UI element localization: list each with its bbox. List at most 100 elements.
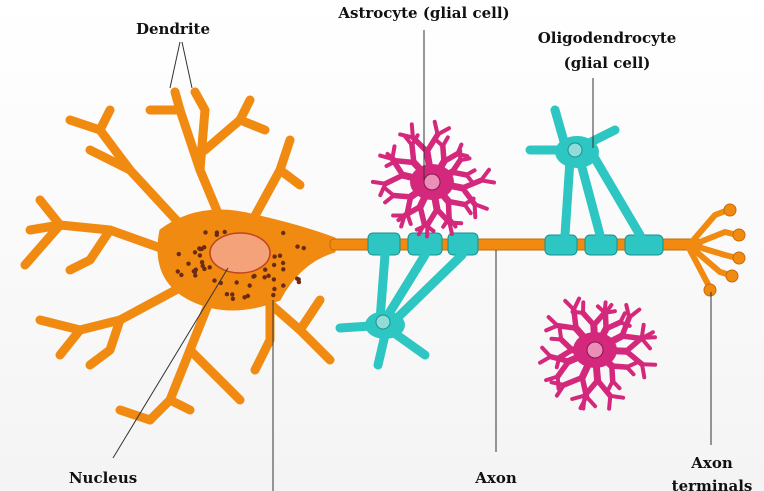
astrocyte-process — [479, 178, 496, 185]
granule — [193, 267, 198, 272]
astrocyte-process — [424, 206, 440, 228]
granule — [266, 273, 271, 278]
granule — [197, 253, 203, 258]
astrocyte-process — [584, 394, 598, 409]
myelin-sheaths — [367, 232, 664, 256]
astrocyte-process — [546, 315, 560, 328]
granule — [280, 260, 286, 266]
astrocyte-bottom — [538, 296, 658, 411]
granule — [212, 278, 217, 283]
astrocyte-process — [554, 358, 572, 380]
astrocyte-process — [378, 181, 388, 198]
astrocyte-process — [607, 393, 613, 411]
astrocyte-process — [608, 393, 626, 400]
label-oligodendrocyte: Oligodendrocyte — [538, 29, 677, 47]
astrocyte-process — [472, 202, 489, 211]
granule — [200, 263, 205, 268]
astrocyte-process — [416, 222, 427, 237]
astrocyte-process — [472, 202, 478, 220]
granule — [295, 244, 300, 249]
nucleus — [209, 232, 271, 274]
astrocyte-process — [579, 374, 590, 400]
granule — [277, 253, 283, 258]
astrocyte-process — [398, 132, 415, 140]
astrocyte-process — [639, 322, 646, 340]
astrocyte-process — [609, 363, 616, 384]
astrocyte-process — [424, 131, 441, 155]
astrocyte-process — [432, 119, 440, 137]
astrocyte-process — [591, 310, 608, 328]
astrocyte-process — [570, 393, 587, 401]
astrocyte-process — [409, 142, 417, 166]
leader-lines — [112, 30, 712, 491]
astrocyte-process — [440, 135, 450, 149]
granule — [202, 245, 207, 250]
granule — [230, 296, 236, 301]
astrocyte-process — [619, 333, 645, 342]
astrocyte-process — [619, 314, 632, 339]
granule — [271, 277, 277, 282]
granule — [179, 272, 184, 278]
astrocyte-process — [571, 296, 582, 312]
granule — [281, 267, 286, 272]
astrocyte-process — [409, 122, 415, 140]
astrocyte-process — [640, 362, 658, 367]
astrocyte-process — [390, 192, 414, 200]
astrocyte-process — [558, 336, 575, 353]
granule — [271, 262, 277, 268]
astrocyte-process — [561, 374, 585, 388]
granule — [252, 273, 257, 279]
astrocyte-process — [557, 327, 564, 342]
astrocyte-process — [447, 220, 454, 236]
granule — [192, 250, 198, 255]
granule — [272, 254, 277, 259]
dendrites — [20, 87, 335, 425]
granule — [301, 245, 306, 251]
astrocyte-process — [639, 336, 652, 351]
astrocyte-process — [458, 156, 472, 163]
label-axon-terminals: Axon — [690, 454, 733, 472]
astrocyte-process — [623, 348, 645, 367]
granule — [222, 229, 227, 235]
astrocyte-process — [383, 186, 396, 198]
label-axon: Axon — [474, 469, 517, 487]
astrocyte-process — [624, 365, 636, 377]
granule — [271, 292, 276, 298]
label-dendrite: Dendrite — [136, 20, 210, 38]
astrocyte-process — [578, 394, 589, 411]
granule — [242, 295, 247, 300]
label-nucleus: Nucleus — [69, 469, 137, 487]
astrocyte-nucleus — [423, 173, 441, 191]
astrocyte-process — [449, 169, 470, 178]
granule — [186, 261, 191, 266]
astrocyte-process — [385, 151, 399, 163]
oligodendrocyte-top — [525, 105, 645, 240]
astrocyte-process — [382, 172, 406, 187]
granule — [214, 230, 220, 235]
astrocyte-nucleus — [586, 341, 604, 359]
terminal-buttons — [703, 203, 746, 297]
astrocyte-process — [547, 354, 562, 360]
granule — [203, 230, 208, 235]
astrocyte-process — [417, 203, 428, 227]
granule — [197, 246, 202, 251]
astrocyte-process — [396, 211, 410, 223]
granule — [247, 283, 252, 288]
label-astrocyte: Astrocyte (glial cell) — [337, 4, 509, 22]
astrocyte-process — [627, 307, 642, 320]
label-oligodendrocyte-sub: (glial cell) — [564, 54, 651, 72]
astrocyte-process — [404, 194, 414, 217]
granule — [230, 292, 235, 297]
astrocyte-process — [594, 377, 614, 399]
astrocyte-process — [410, 134, 430, 155]
astrocyte-process — [603, 303, 614, 316]
granule — [296, 279, 302, 285]
astrocyte-process — [435, 126, 451, 137]
astrocyte-process — [434, 206, 453, 226]
astrocyte-top — [370, 119, 496, 239]
cytoplasm-granules — [175, 229, 306, 301]
granule — [175, 269, 180, 274]
granule — [234, 280, 239, 285]
